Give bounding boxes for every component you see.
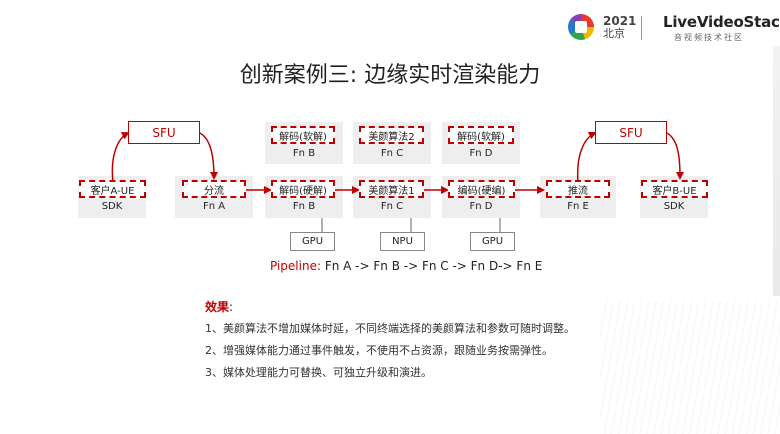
arrow-fn-e-to-sfu [576,131,597,183]
hw-gpu-b: GPU [290,232,335,251]
effects-title: 效果 [205,300,230,314]
effect-item-3: 3、媒体处理能力可替换、可独立升级和演进。 [205,366,432,379]
alt-d-label: Fn D [469,148,493,159]
hw-gpu-d: GPU [470,232,515,251]
header-year: 2021 [603,14,637,28]
fn-b-label: Fn B [292,201,316,212]
arrow-client-a-to-sfu [111,132,130,183]
fn-e-label: Fn E [567,201,589,212]
right-edge-bar [773,46,780,296]
header-city: 北京 [603,27,625,40]
client-b-box: 客户B-UE [641,180,708,198]
arrow-sfu-to-client-b [666,132,684,180]
effect-item-2: 2、增强媒体能力通过事件触发，不使用不占资源，跟随业务按需弹性。 [205,344,553,357]
sfu-left: SFU [128,121,200,144]
hw-npu-c: NPU [380,232,425,251]
fn-a-box: 分流 [182,180,246,198]
alt-c-label: Fn C [380,148,404,159]
effects-colon: : [229,300,234,314]
fn-b-box: 解码(硬解) [271,180,335,198]
effect-item-1: 1、美颜算法不增加媒体时延，不同终端选择的美颜算法和参数可随时调整。 [205,322,575,335]
fn-c-box: 美颜算法1 [359,180,424,198]
client-a-box: 客户A-UE [79,180,146,198]
fn-d-box: 编码(硬编) [448,180,515,198]
alt-b-box: 解码(软解) [271,126,335,144]
brand-logo: LiveVideoStack [663,13,780,31]
background-texture [600,300,780,434]
header-divider [641,16,642,40]
fn-a-label: Fn A [202,201,226,212]
fn-d-label: Fn D [469,201,493,212]
fn-c-label: Fn C [380,201,404,212]
pipeline-line: Pipeline: Fn A -> Fn B -> Fn C -> Fn D->… [270,259,542,273]
client-a-label: SDK [101,201,123,212]
conference-logo-icon [568,14,594,40]
fn-e-box: 推流 [546,180,610,198]
effects-heading: 效果: [205,298,233,315]
pipeline-flow: Fn A -> Fn B -> Fn C -> Fn D-> Fn E [321,259,543,273]
pipeline-label: Pipeline: [270,259,322,273]
client-b-label: SDK [663,201,685,212]
sfu-right: SFU [595,121,667,144]
page-title: 创新案例三: 边缘实时渲染能力 [239,63,541,88]
alt-d-box: 解码(软解) [448,126,514,144]
alt-c-box: 美颜算法2 [359,126,424,144]
arrow-sfu-to-fn-a [199,132,218,180]
brand-subtitle: 音视频技术社区 [674,33,744,42]
alt-b-label: Fn B [292,148,316,159]
